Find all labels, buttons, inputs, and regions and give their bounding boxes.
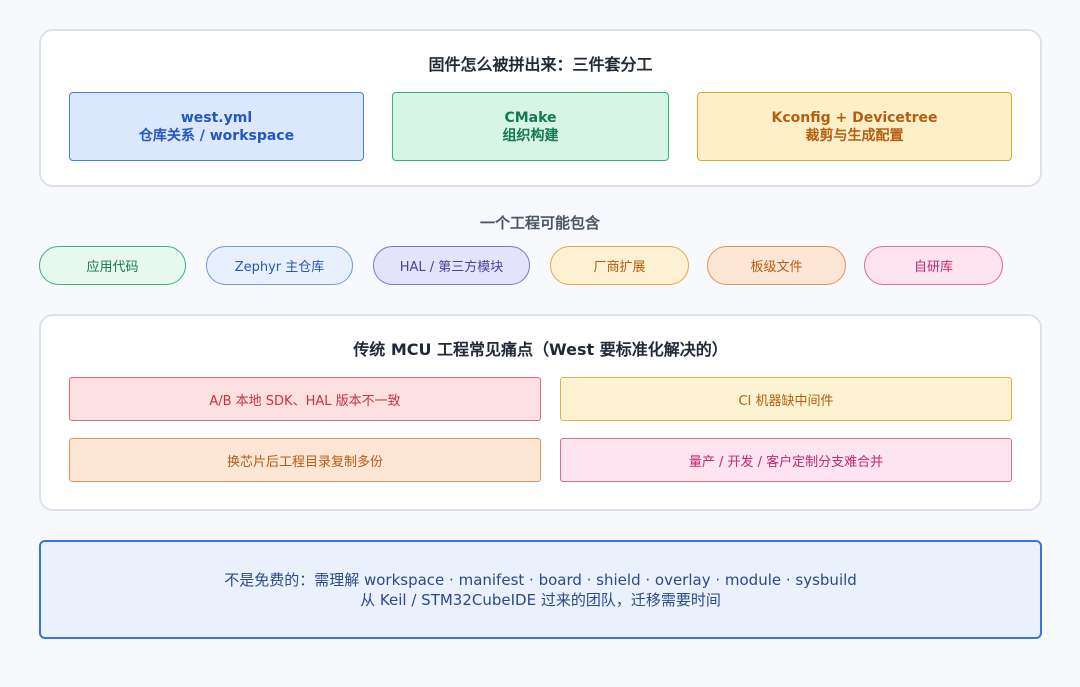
pain-ci-middleware: CI 机器缺中间件 [560,377,1012,421]
pain-sdk-version: A/B 本地 SDK、HAL 版本不一致 [69,377,541,421]
pill-app-code: 应用代码 [39,246,186,285]
pill-zephyr-repo: Zephyr 主仓库 [206,246,353,285]
kconfig-label: Kconfig + Devicetree [771,109,938,126]
cost-note-line1: 不是免费的：需理解 workspace · manifest · board ·… [224,570,857,589]
toolchain-title: 固件怎么被拼出来：三件套分工 [428,55,653,74]
kconfig-desc: 裁剪与生成配置 [805,127,904,144]
pill-own-lib: 自研库 [864,246,1003,285]
pain-chip-copy: 换芯片后工程目录复制多份 [69,438,541,482]
cmake-box: CMake 组织构建 [392,92,669,161]
pain-title: 传统 MCU 工程常见痛点（West 要标准化解决的） [353,340,728,359]
pain-branch-merge: 量产 / 开发 / 客户定制分支难合并 [560,438,1012,482]
pill-hal-modules: HAL / 第三方模块 [373,246,530,285]
components-title: 一个工程可能包含 [479,214,600,232]
pill-vendor-ext: 厂商扩展 [550,246,689,285]
cost-note: 不是免费的：需理解 workspace · manifest · board ·… [39,540,1042,639]
west-yml-box: west.yml 仓库关系 / workspace [69,92,364,161]
west-yml-label: west.yml [180,109,253,126]
cmake-desc: 组织构建 [502,127,559,144]
cost-note-line2: 从 Keil / STM32CubeIDE 过来的团队，迁移需要时间 [360,590,721,609]
kconfig-box: Kconfig + Devicetree 裁剪与生成配置 [697,92,1012,161]
west-yml-desc: 仓库关系 / workspace [138,127,295,144]
cmake-label: CMake [504,109,557,126]
pill-board-files: 板级文件 [707,246,846,285]
